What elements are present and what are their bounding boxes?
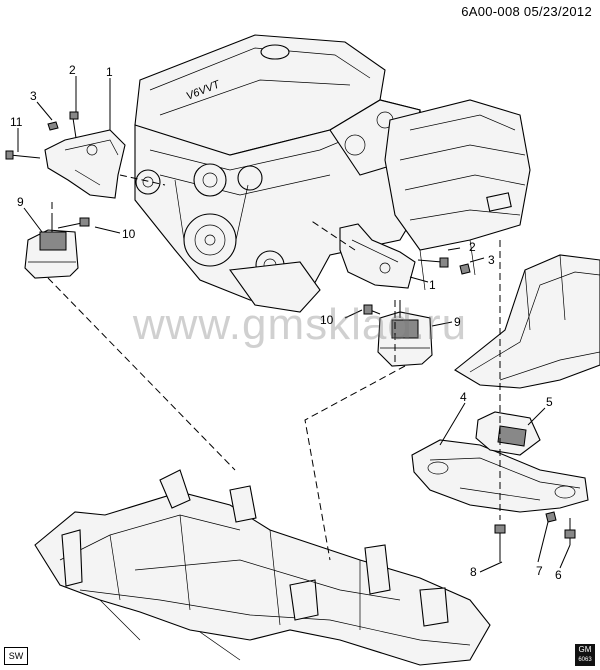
right-engine-mount-bracket (339, 223, 416, 289)
callout-7: 7 (536, 564, 543, 578)
crank-pulley (183, 213, 237, 267)
callout-9-right: 9 (454, 315, 461, 329)
callout-11: 11 (10, 115, 23, 129)
engine-assembly: V6VVT (134, 34, 431, 313)
callout-2-left: 2 (69, 63, 76, 77)
callout-9-left: 9 (17, 195, 24, 209)
left-engine-mount (24, 220, 79, 279)
right-bracket-bolts (363, 257, 471, 315)
callout-6: 6 (555, 568, 562, 582)
left-bracket-bolts (5, 111, 90, 229)
callout-1-left: 1 (106, 65, 113, 79)
transmission-assembly (384, 99, 531, 291)
callout-3-left: 3 (30, 89, 37, 103)
transmission-mount (475, 411, 541, 456)
callout-2-right: 2 (469, 240, 476, 254)
diagram-reference-code: 6A00-008 05/23/2012 (461, 4, 592, 19)
cadillac-emblem (260, 44, 290, 60)
callout-10-right: 10 (320, 313, 334, 327)
crossmember-fasteners (494, 511, 576, 562)
callout-10-left: 10 (122, 227, 136, 241)
callout-3-right: 3 (488, 253, 495, 267)
watermark-text: www.gmsklad.ru (132, 300, 468, 349)
callout-8: 8 (470, 565, 477, 579)
callout-leader-lines (17, 76, 571, 573)
engine-cradle-frame (34, 469, 491, 666)
callout-5: 5 (546, 395, 553, 409)
placement-guide-lines (47, 174, 501, 561)
gm-logo-number: 6063 (578, 657, 592, 663)
sw-badge: SW (4, 647, 28, 665)
gm-logo-text: GM (578, 645, 592, 654)
right-engine-mount (377, 300, 433, 367)
gm-logo-badge: GM 6063 (575, 644, 595, 666)
left-engine-mount-bracket (44, 129, 126, 199)
callout-1-right: 1 (429, 278, 436, 292)
callout-4: 4 (460, 390, 467, 404)
